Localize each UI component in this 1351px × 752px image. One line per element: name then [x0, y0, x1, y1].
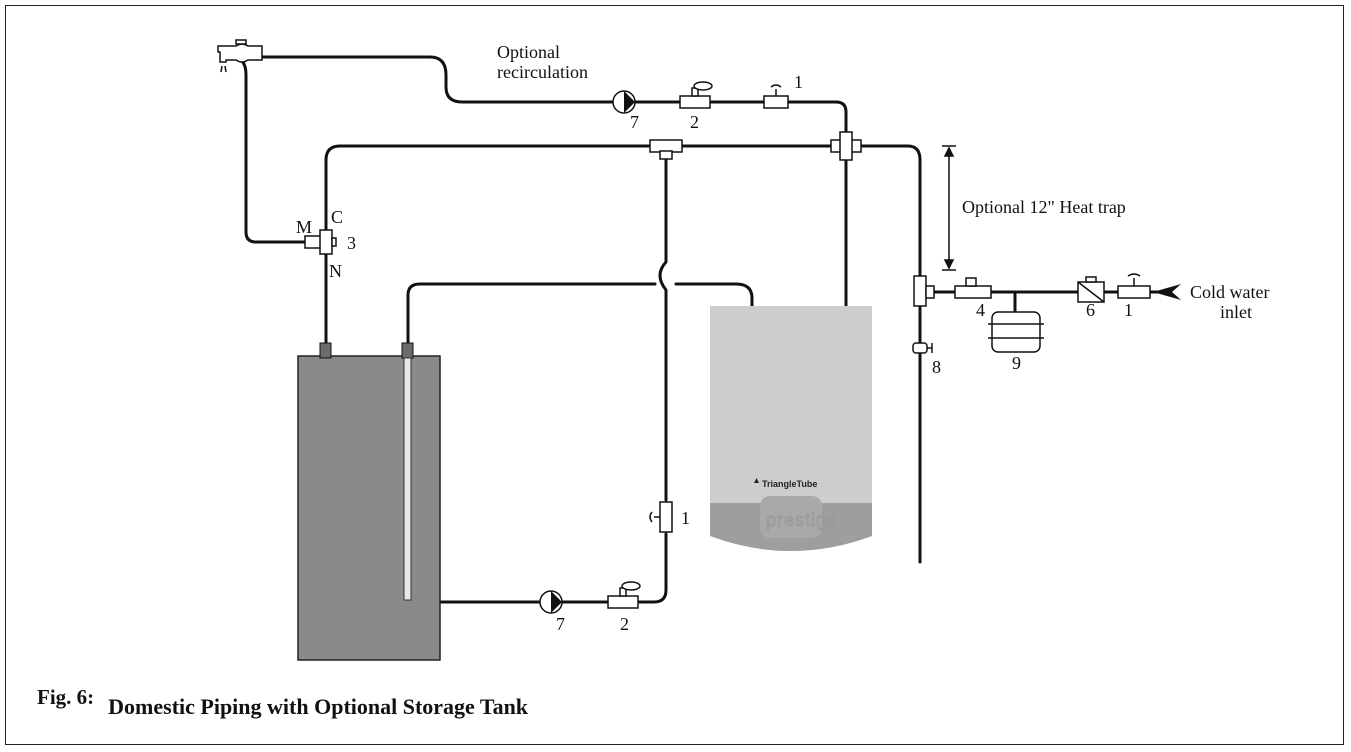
return-pipe-lower — [626, 532, 668, 604]
pump-top-number: 7 — [630, 112, 639, 132]
boiler-body — [710, 306, 872, 551]
optional-recirc-label-2: recirculation — [497, 62, 588, 82]
storage-tank — [297, 355, 441, 661]
tee-check-number: 4 — [976, 300, 985, 320]
shutoff-valve-mid — [649, 501, 673, 533]
pump-bottom-icon — [539, 590, 563, 614]
boiler: TriangleTube prestige — [710, 306, 872, 551]
tee-check-valve — [954, 277, 992, 299]
cold-inlet-arrow-icon — [1153, 284, 1181, 300]
shutoff-inlet-number: 1 — [1124, 300, 1133, 320]
mixing-valve-number: 3 — [347, 233, 356, 253]
cold-water-label-1: Cold water — [1190, 282, 1269, 302]
mixing-valve — [304, 229, 337, 255]
top-tee — [649, 139, 683, 160]
cold-water-label-2: inlet — [1220, 302, 1252, 322]
tank-fitting-right — [401, 342, 414, 359]
mixing-label-n: N — [329, 261, 342, 281]
boiler-model: prestige — [766, 510, 838, 530]
return-pipe — [658, 156, 668, 502]
shutoff-valve-inlet — [1117, 273, 1151, 299]
ball-valve-bottom — [607, 581, 641, 609]
backflow-preventer — [1077, 276, 1105, 303]
boiler-brand: TriangleTube — [762, 479, 817, 489]
faucet-icon — [217, 39, 263, 73]
cross-fitting — [830, 131, 862, 161]
shutoff-mid-number: 1 — [681, 508, 690, 528]
mixing-label-c: C — [331, 207, 343, 227]
backflow-number: 6 — [1086, 300, 1095, 320]
tank-inlet-pipe-2 — [674, 282, 754, 308]
heat-trap-label: Optional 12" Heat trap — [962, 197, 1126, 217]
figure-caption: Fig. 6: Domestic Piping with Optional St… — [37, 685, 529, 720]
recirculation-pipe — [260, 55, 848, 137]
shutoff-top-number: 1 — [794, 72, 803, 92]
cold-tee — [913, 275, 935, 307]
boiler-display — [760, 496, 822, 538]
drain-valve — [912, 342, 933, 354]
optional-recirc-label-1: Optional — [497, 42, 560, 62]
valve-bottom-number: 2 — [620, 614, 629, 634]
mixing-label-m: M — [296, 217, 312, 237]
drain-number: 8 — [932, 357, 941, 377]
shutoff-valve-top — [763, 84, 789, 109]
pump-bottom-number: 7 — [556, 614, 565, 634]
expansion-tank — [988, 311, 1044, 353]
valve-top-number: 2 — [690, 112, 699, 132]
heat-trap-dimension — [942, 145, 956, 271]
dip-tube — [403, 357, 412, 601]
hot-supply-pipe — [324, 144, 922, 278]
tank-inlet-pipe — [406, 282, 657, 346]
figure-number: Fig. 6: — [37, 685, 95, 709]
faucet-supply-pipe — [230, 55, 307, 244]
triangle-logo-icon — [754, 478, 759, 483]
tank-fitting-left — [319, 342, 332, 359]
pump-top-icon — [612, 90, 636, 114]
figure-frame — [5, 5, 1344, 745]
expansion-tank-number: 9 — [1012, 353, 1021, 373]
ball-valve-top — [679, 81, 713, 109]
figure-title: Domestic Piping with Optional Storage Ta… — [108, 694, 529, 719]
